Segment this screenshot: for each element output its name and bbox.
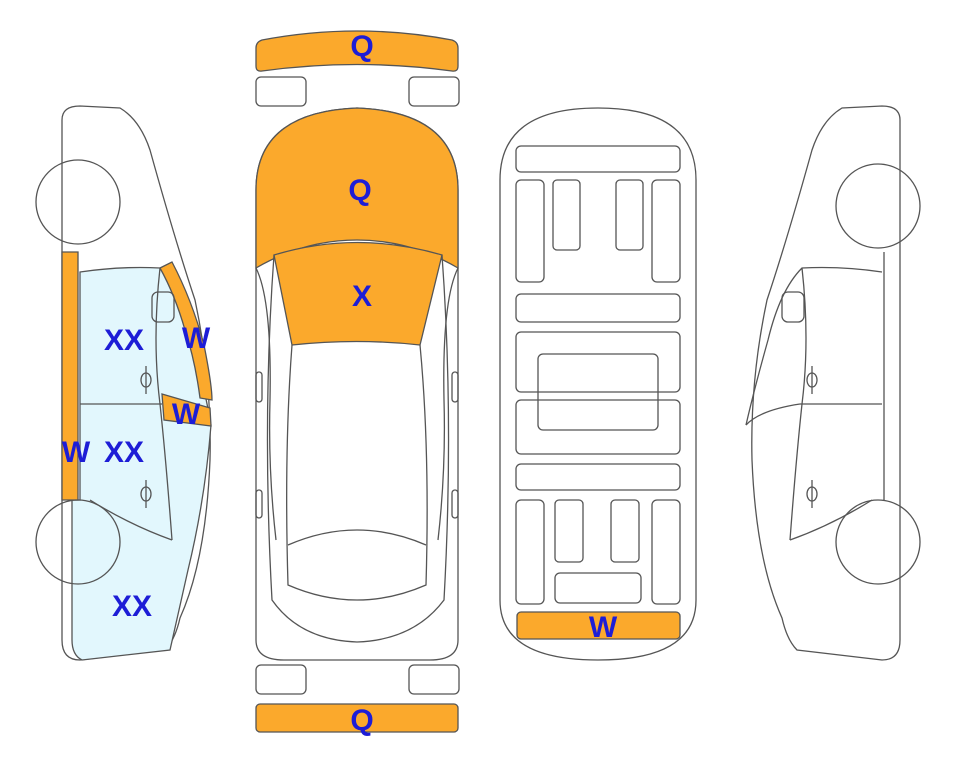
underbody-front-inner-right	[615, 179, 644, 251]
headlight-right	[408, 76, 460, 107]
right-front-wheel	[835, 163, 921, 249]
rear-window	[287, 529, 427, 546]
underbody-rear-panel[interactable]: W	[516, 611, 681, 644]
underbody-floor-front	[515, 331, 681, 393]
door-handle-left	[255, 489, 263, 519]
underbody-outline	[499, 107, 697, 661]
underbody-rear-panel-fill[interactable]	[516, 611, 681, 640]
right-side-line	[356, 254, 450, 643]
left-front-wheel	[35, 159, 121, 245]
taillight-left	[255, 664, 307, 695]
mirror-right	[451, 371, 459, 403]
right-door-line-lower	[789, 499, 873, 541]
left-mirror-box	[151, 291, 175, 323]
underbody-rear-crossmember	[515, 463, 681, 491]
right-body-outline	[751, 105, 901, 661]
door-handle-right	[451, 489, 459, 519]
underbody-front-left-rail	[515, 179, 545, 283]
underbody-center-tunnel	[537, 353, 659, 431]
underbody-rear-left-rail	[515, 499, 545, 605]
hood-label: Q	[348, 174, 371, 207]
underbody-rear-right-rail	[651, 499, 681, 605]
left-a-pillar-label: W	[62, 436, 91, 469]
rear-bumper[interactable]: Q	[255, 703, 459, 737]
underbody-front-inner-left	[552, 179, 581, 251]
right-door-handle-rear	[806, 480, 818, 508]
left-door-handle-rear	[140, 480, 152, 508]
left-door-handle-front	[140, 366, 152, 394]
roof-outline	[286, 344, 428, 601]
left-b-pillar-label: W	[182, 322, 211, 355]
headlight-left	[255, 76, 307, 107]
underbody-rear-label: W	[589, 611, 618, 644]
rear-bumper-panel[interactable]	[255, 703, 459, 733]
left-rear-quarter-label: XX	[112, 590, 152, 623]
left-door-line-rear	[155, 267, 173, 541]
underbody-front-right-rail	[651, 179, 681, 283]
taillight-right	[408, 664, 460, 695]
left-pillar-line	[255, 267, 277, 541]
right-mirror-box	[781, 291, 805, 323]
underbody-spare-well	[554, 572, 642, 604]
underbody-mid-crossmember	[515, 293, 681, 323]
front-bumper-label: Q	[350, 30, 373, 63]
front-bumper-panel[interactable]	[255, 30, 459, 72]
underbody-view	[499, 107, 697, 661]
right-rear-wheel	[835, 499, 921, 585]
right-window-line	[745, 266, 883, 426]
right-belt-line	[745, 403, 801, 426]
front-bumper[interactable]: Q	[255, 30, 459, 72]
left-mirror-triangle-panel[interactable]	[161, 393, 212, 427]
underbody-rear-inner-left	[554, 499, 584, 563]
top-view-car: Q X	[255, 107, 459, 661]
right-pillar-line	[437, 267, 459, 541]
left-rear-wheel	[35, 499, 121, 585]
left-front-door-label: XX	[104, 324, 144, 357]
mirror-left	[255, 371, 263, 403]
underbody-front-crossmember	[515, 145, 681, 173]
right-door-handle-front	[806, 366, 818, 394]
underbody-rear-inner-right	[610, 499, 640, 563]
underbody-floor-rear	[515, 399, 681, 455]
left-b-pillar-panel[interactable]	[159, 261, 213, 401]
right-door-line-rear	[789, 267, 807, 541]
windshield-label: X	[352, 280, 372, 313]
rear-bumper-label: Q	[350, 704, 373, 737]
left-side-view: W W W XX XX XX	[35, 105, 213, 661]
right-side-view	[745, 105, 921, 661]
left-mirror-triangle-label: W	[172, 398, 201, 431]
hood-panel[interactable]	[255, 107, 459, 270]
left-rear-door-label: XX	[104, 436, 144, 469]
